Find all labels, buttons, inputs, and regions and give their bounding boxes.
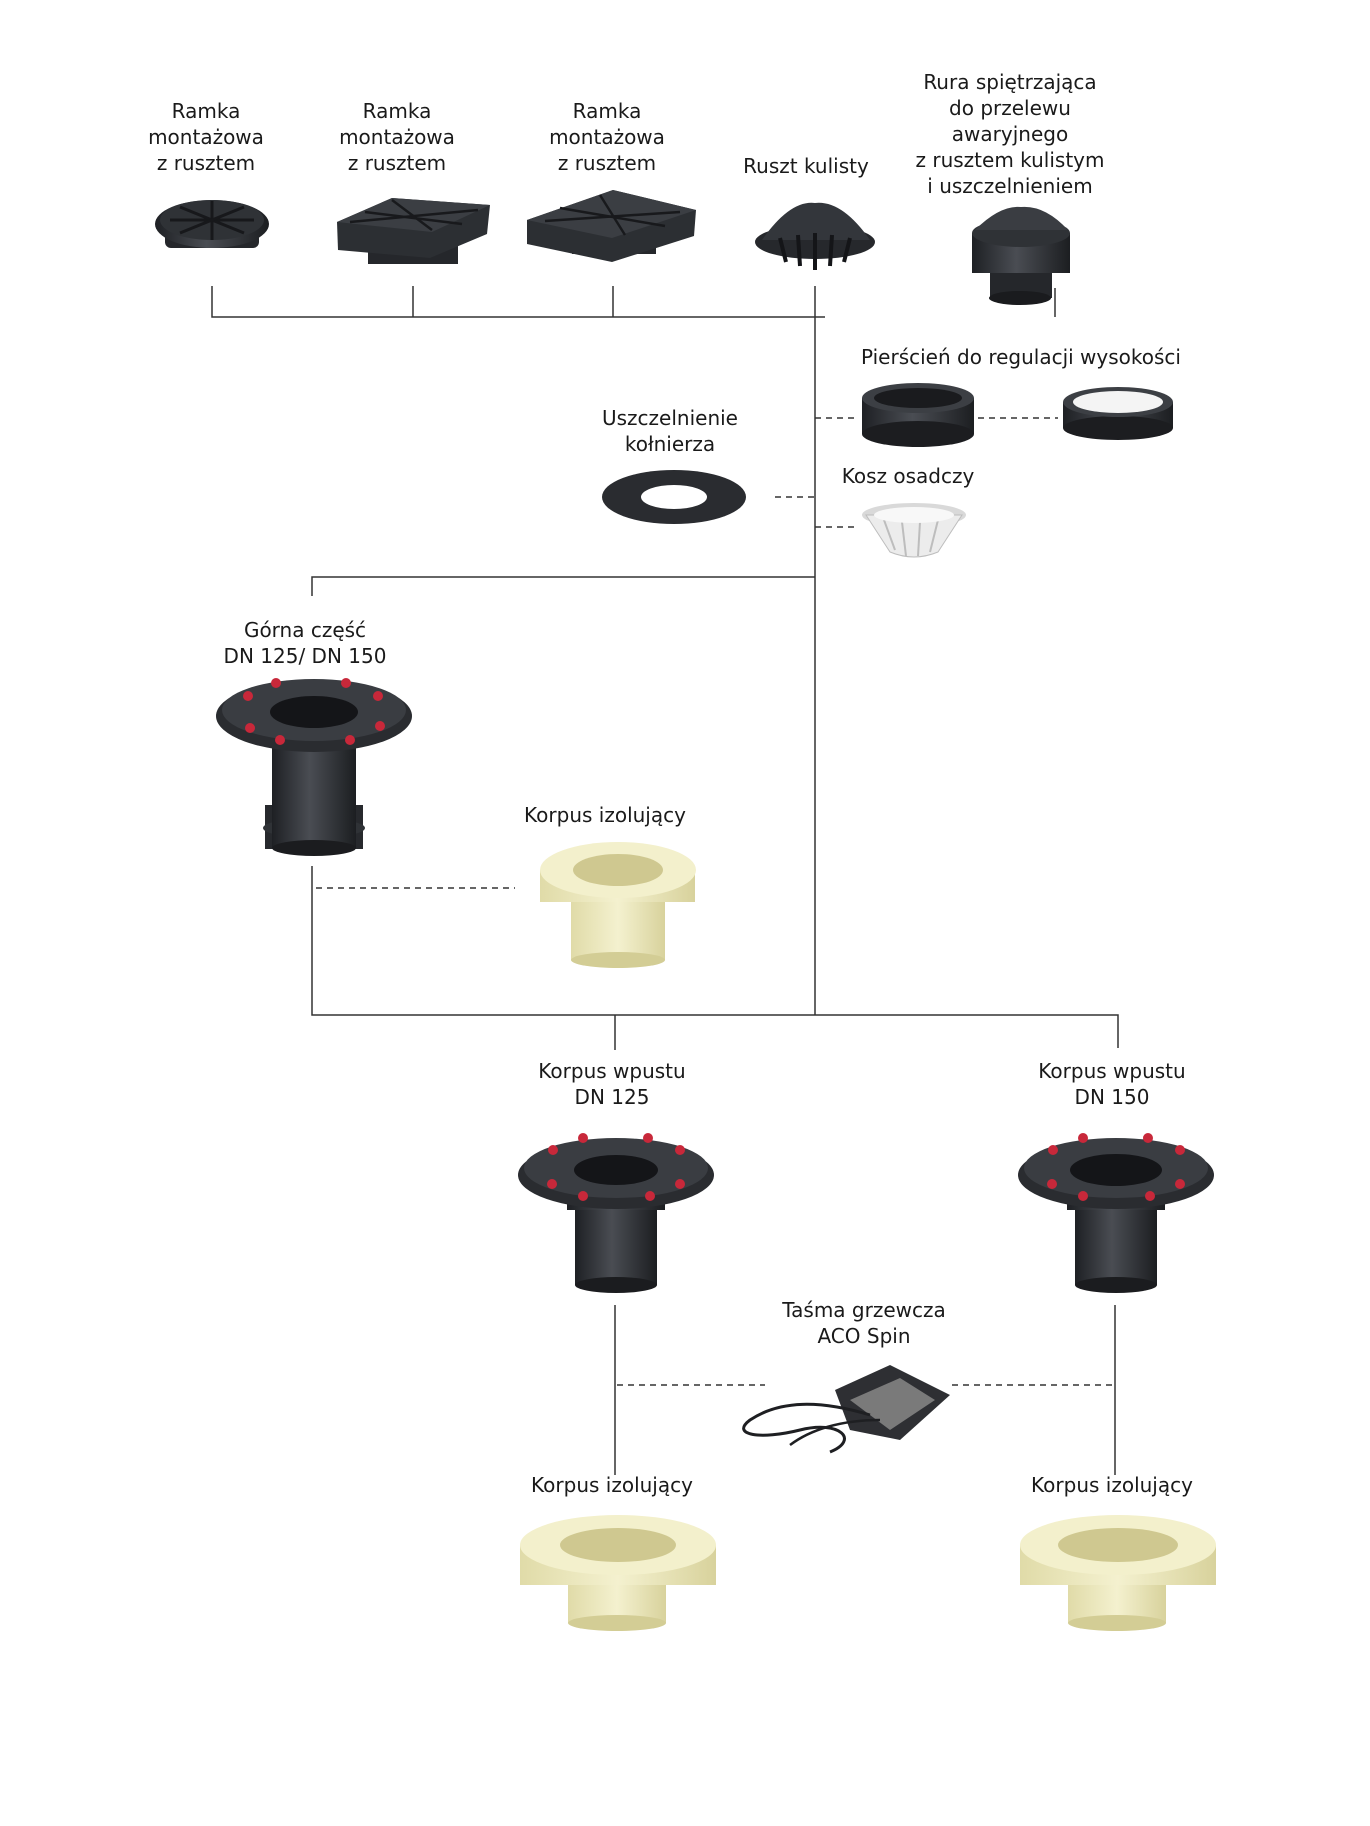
label-flange-seal: Uszczelnienie kołnierza <box>602 405 738 457</box>
label-line: Ramka <box>572 99 642 123</box>
label-height-ring: Pierścień do regulacji wysokości <box>861 344 1181 370</box>
flange-seal-icon <box>602 470 746 524</box>
label-line: Uszczelnienie <box>602 406 738 430</box>
label-square-frame-1: Ramka montażowa z rusztem <box>339 98 455 176</box>
label-line: Kosz osadczy <box>841 464 975 488</box>
label-line: DN 125/ DN 150 <box>223 644 387 668</box>
label-body-dn150: Korpus wpustu DN 150 <box>1038 1058 1185 1110</box>
overflow-pipe-icon <box>972 206 1070 305</box>
label-line: kołnierza <box>624 432 716 456</box>
label-heating-tape: Taśma grzewcza ACO Spin <box>782 1297 946 1349</box>
dome-grate-icon <box>755 202 875 270</box>
label-round-frame: Ramka montażowa z rusztem <box>148 98 264 176</box>
label-overflow-pipe: Rura spiętrzająca do przelewu awaryjnego… <box>916 69 1105 199</box>
body-dn150-icon <box>1018 1133 1214 1293</box>
label-line: Korpus wpustu <box>1038 1059 1186 1083</box>
label-line: z rusztem <box>557 151 657 175</box>
label-line: Korpus izolujący <box>531 1473 693 1497</box>
round-frame-icon <box>155 200 269 248</box>
label-line: i uszczelnieniem <box>927 174 1093 198</box>
label-line: Korpus izolujący <box>524 803 686 827</box>
label-line: Ramka <box>362 99 432 123</box>
label-line: DN 150 <box>1074 1085 1150 1109</box>
upper-part-icon <box>216 678 412 856</box>
body-dn125-icon <box>518 1133 714 1293</box>
square-frame-2-icon <box>527 190 696 262</box>
label-body-dn125: Korpus wpustu DN 125 <box>538 1058 685 1110</box>
label-line: Ruszt kulisty <box>743 154 869 178</box>
label-line: do przelewu <box>949 96 1071 120</box>
label-line: Korpus izolujący <box>1031 1473 1193 1497</box>
insulation-upper-icon <box>540 842 696 968</box>
label-insulation-upper: Korpus izolujący <box>524 802 686 828</box>
square-frame-icon <box>337 198 490 264</box>
label-line: Górna część <box>243 618 367 642</box>
insulation-dn150-icon <box>1020 1515 1216 1631</box>
connector-lines <box>211 286 1119 1475</box>
label-line: Korpus wpustu <box>538 1059 686 1083</box>
label-line: Rura spiętrzająca <box>923 70 1097 94</box>
label-line: z rusztem <box>156 151 256 175</box>
label-upper-part: Górna część DN 125/ DN 150 <box>224 617 387 669</box>
label-line: montażowa <box>339 125 455 149</box>
label-line: Taśma grzewcza <box>782 1298 946 1322</box>
label-line: montażowa <box>549 125 665 149</box>
insulation-dn125-icon <box>520 1515 716 1631</box>
height-ring-icon <box>862 383 974 447</box>
label-line: z rusztem kulistym <box>915 148 1105 172</box>
label-dome-grate: Ruszt kulisty <box>743 153 869 179</box>
label-line: awaryjnego <box>951 122 1069 146</box>
label-square-frame-2: Ramka montażowa z rusztem <box>549 98 665 176</box>
heating-tape-icon <box>742 1365 950 1454</box>
label-line: ACO Spin <box>817 1324 911 1348</box>
height-ring-small-icon <box>1063 387 1173 440</box>
label-line: z rusztem <box>347 151 447 175</box>
label-line: montażowa <box>148 125 264 149</box>
label-sediment-basket: Kosz osadczy <box>842 463 975 489</box>
sediment-basket-icon <box>862 503 966 558</box>
label-insulation-dn125: Korpus izolujący <box>531 1472 693 1498</box>
label-line: DN 125 <box>574 1085 650 1109</box>
label-line: Pierścień do regulacji wysokości <box>861 345 1181 369</box>
label-line: Ramka <box>171 99 241 123</box>
label-insulation-dn150: Korpus izolujący <box>1031 1472 1193 1498</box>
